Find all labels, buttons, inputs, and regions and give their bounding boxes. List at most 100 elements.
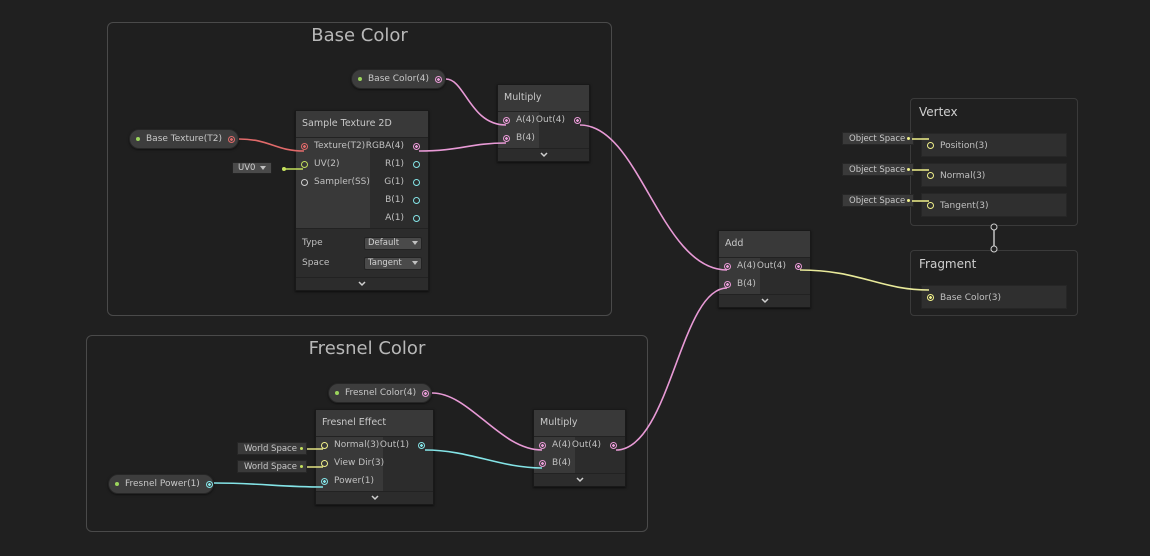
port-view-dir[interactable] xyxy=(321,460,328,467)
type-dropdown[interactable]: Default xyxy=(364,236,422,250)
property-fresnel-color[interactable]: Fresnel Color(4) xyxy=(328,383,432,403)
input-a[interactable]: A(4) xyxy=(719,258,760,276)
space-label: Space xyxy=(302,258,330,268)
node-title: Fresnel Effect xyxy=(316,410,433,437)
position-space-field[interactable]: Object Space xyxy=(842,132,914,145)
port-b[interactable] xyxy=(539,460,546,467)
output-b[interactable]: B(1) xyxy=(376,192,422,210)
normal-space-field[interactable]: World Space xyxy=(237,442,307,455)
port-b[interactable] xyxy=(724,281,731,288)
node-add[interactable]: Add A(4) B(4) Out(4) xyxy=(718,230,811,308)
property-label: Fresnel Color(4) xyxy=(345,388,417,398)
port-power[interactable] xyxy=(321,478,328,485)
block-tangent[interactable]: Tangent(3) xyxy=(921,193,1067,217)
output-r[interactable]: R(1) xyxy=(376,156,422,174)
port-g[interactable] xyxy=(413,179,420,186)
chevron-down-icon xyxy=(539,152,548,158)
output-rgba[interactable]: RGBA(4) xyxy=(366,138,422,156)
input-power[interactable]: Power(1) xyxy=(316,473,383,491)
input-b[interactable]: B(4) xyxy=(719,276,760,294)
port-out[interactable] xyxy=(795,263,802,270)
output-a[interactable]: A(1) xyxy=(376,210,422,228)
property-indicator xyxy=(358,77,362,81)
port-base-color[interactable] xyxy=(927,294,934,301)
collapse-toggle[interactable] xyxy=(498,148,589,161)
property-indicator xyxy=(136,137,140,141)
property-indicator xyxy=(335,391,339,395)
chevron-down-icon xyxy=(760,298,769,304)
output-g[interactable]: G(1) xyxy=(376,174,422,192)
block-position[interactable]: Position(3) xyxy=(921,133,1067,157)
master-stack-fragment[interactable]: Fragment Base Color(3) xyxy=(910,250,1078,316)
block-base-color[interactable]: Base Color(3) xyxy=(921,285,1067,309)
output-out[interactable]: Out(4) xyxy=(572,437,619,455)
port-position[interactable] xyxy=(927,142,934,149)
chevron-down-icon xyxy=(575,477,584,483)
property-label: Fresnel Power(1) xyxy=(125,479,200,489)
input-view-dir[interactable]: View Dir(3) xyxy=(316,455,384,473)
node-sample-texture-2d[interactable]: Sample Texture 2D Texture(T2) UV(2) Samp… xyxy=(295,110,429,291)
port-normal[interactable] xyxy=(321,442,328,449)
port-a[interactable] xyxy=(724,263,731,270)
property-indicator xyxy=(115,482,119,486)
property-port[interactable] xyxy=(422,389,430,397)
node-multiply-top[interactable]: Multiply A(4) B(4) Out(4) xyxy=(497,84,590,162)
node-title: Multiply xyxy=(498,85,589,112)
input-b[interactable]: B(4) xyxy=(498,130,539,148)
uv-channel-value: UV0 xyxy=(238,163,256,173)
node-title: Add xyxy=(719,231,810,258)
caret-down-icon xyxy=(412,241,418,245)
node-multiply-bottom[interactable]: Multiply A(4) B(4) Out(4) xyxy=(533,409,626,487)
input-a[interactable]: A(4) xyxy=(534,437,575,455)
stack-title: Fragment xyxy=(919,257,977,271)
caret-down-icon xyxy=(260,166,267,170)
output-out[interactable]: Out(4) xyxy=(536,112,583,130)
caret-down-icon xyxy=(412,261,418,265)
port-b[interactable] xyxy=(503,135,510,142)
input-b[interactable]: B(4) xyxy=(534,455,575,473)
port-a[interactable] xyxy=(503,117,510,124)
collapse-toggle[interactable] xyxy=(316,491,433,504)
input-uv[interactable]: UV(2) xyxy=(296,156,370,174)
property-port[interactable] xyxy=(205,480,213,488)
output-out[interactable]: Out(1) xyxy=(380,437,427,455)
port-b[interactable] xyxy=(413,197,420,204)
uv-field-dot xyxy=(282,167,286,171)
port-a[interactable] xyxy=(539,442,546,449)
port-tangent[interactable] xyxy=(927,202,934,209)
property-port[interactable] xyxy=(227,135,235,143)
port-sampler[interactable] xyxy=(301,179,308,186)
property-port[interactable] xyxy=(435,75,443,83)
input-normal[interactable]: Normal(3) xyxy=(316,437,383,455)
uv-channel-dropdown[interactable]: UV0 xyxy=(232,162,272,174)
port-a[interactable] xyxy=(413,215,420,222)
port-out[interactable] xyxy=(418,442,425,449)
port-uv[interactable] xyxy=(301,161,308,168)
port-rgba[interactable] xyxy=(413,143,420,150)
property-fresnel-power[interactable]: Fresnel Power(1) xyxy=(108,474,214,494)
property-label: Base Texture(T2) xyxy=(146,134,222,144)
collapse-toggle[interactable] xyxy=(719,294,810,307)
node-title: Sample Texture 2D xyxy=(296,111,428,138)
property-base-texture[interactable]: Base Texture(T2) xyxy=(129,129,239,149)
node-settings: Type Default Space Tangent xyxy=(296,228,428,277)
collapse-toggle[interactable] xyxy=(534,473,625,486)
viewdir-space-field[interactable]: World Space xyxy=(237,460,307,473)
collapse-toggle[interactable] xyxy=(296,277,428,290)
input-texture[interactable]: Texture(T2) xyxy=(296,138,370,156)
normal-space-field[interactable]: Object Space xyxy=(842,163,914,176)
port-r[interactable] xyxy=(413,161,420,168)
tangent-space-field[interactable]: Object Space xyxy=(842,194,914,207)
property-base-color[interactable]: Base Color(4) xyxy=(351,69,446,89)
output-out[interactable]: Out(4) xyxy=(757,258,804,276)
node-fresnel-effect[interactable]: Fresnel Effect Normal(3) View Dir(3) Pow… xyxy=(315,409,434,505)
input-sampler[interactable]: Sampler(SS) xyxy=(296,174,370,192)
port-out[interactable] xyxy=(574,117,581,124)
port-normal[interactable] xyxy=(927,172,934,179)
port-out[interactable] xyxy=(610,442,617,449)
input-a[interactable]: A(4) xyxy=(498,112,539,130)
space-dropdown[interactable]: Tangent xyxy=(364,256,422,270)
block-normal[interactable]: Normal(3) xyxy=(921,163,1067,187)
master-stack-vertex[interactable]: Vertex Position(3) Normal(3) Tangent(3) xyxy=(910,98,1078,226)
port-texture[interactable] xyxy=(301,143,308,150)
